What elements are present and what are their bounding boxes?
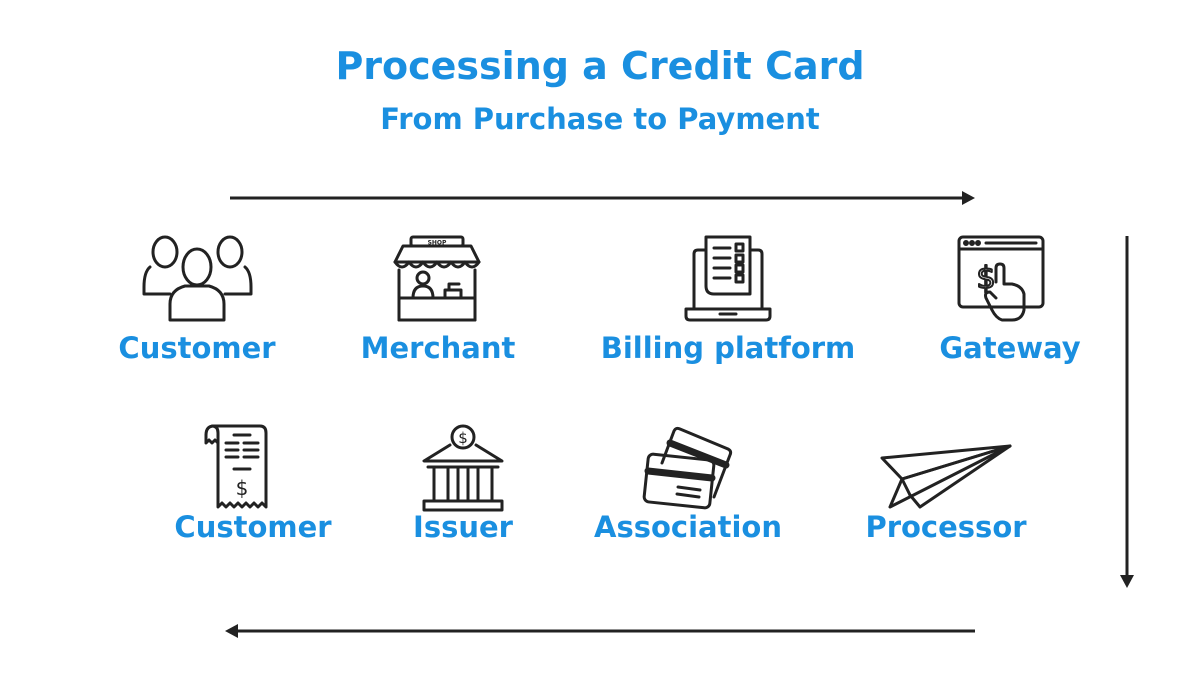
step-label-issuer: Issuer: [413, 510, 513, 544]
people-group-icon: [142, 235, 253, 322]
shop-sign-text: SHOP: [428, 240, 447, 247]
diagram-subtitle: From Purchase to Payment: [380, 102, 820, 136]
step-label-customer: Customer: [118, 331, 276, 365]
bank-icon: $: [422, 424, 504, 512]
credit-cards-icon: [642, 426, 733, 510]
laptop-invoice-icon: [684, 235, 772, 322]
step-label-gateway: Gateway: [939, 331, 1081, 365]
arrow-right: [230, 191, 975, 205]
step-label-processor: Processor: [865, 510, 1027, 544]
browser-dollar-click-icon: $: [957, 235, 1045, 322]
svg-text:$: $: [458, 429, 468, 447]
shop-stall-icon: SHOP: [393, 235, 481, 322]
step-label-customer-receipt: Customer: [174, 510, 332, 544]
receipt-icon: $: [204, 424, 268, 509]
svg-text:$: $: [976, 261, 995, 296]
arrow-left: [225, 624, 975, 638]
arrow-down: [1120, 236, 1134, 588]
step-label-association: Association: [594, 510, 782, 544]
svg-text:$: $: [236, 476, 249, 500]
diagram-title: Processing a Credit Card: [335, 44, 865, 88]
paper-plane-icon: [880, 444, 1012, 509]
step-label-merchant: Merchant: [360, 331, 516, 365]
step-label-billing-platform: Billing platform: [600, 331, 856, 365]
